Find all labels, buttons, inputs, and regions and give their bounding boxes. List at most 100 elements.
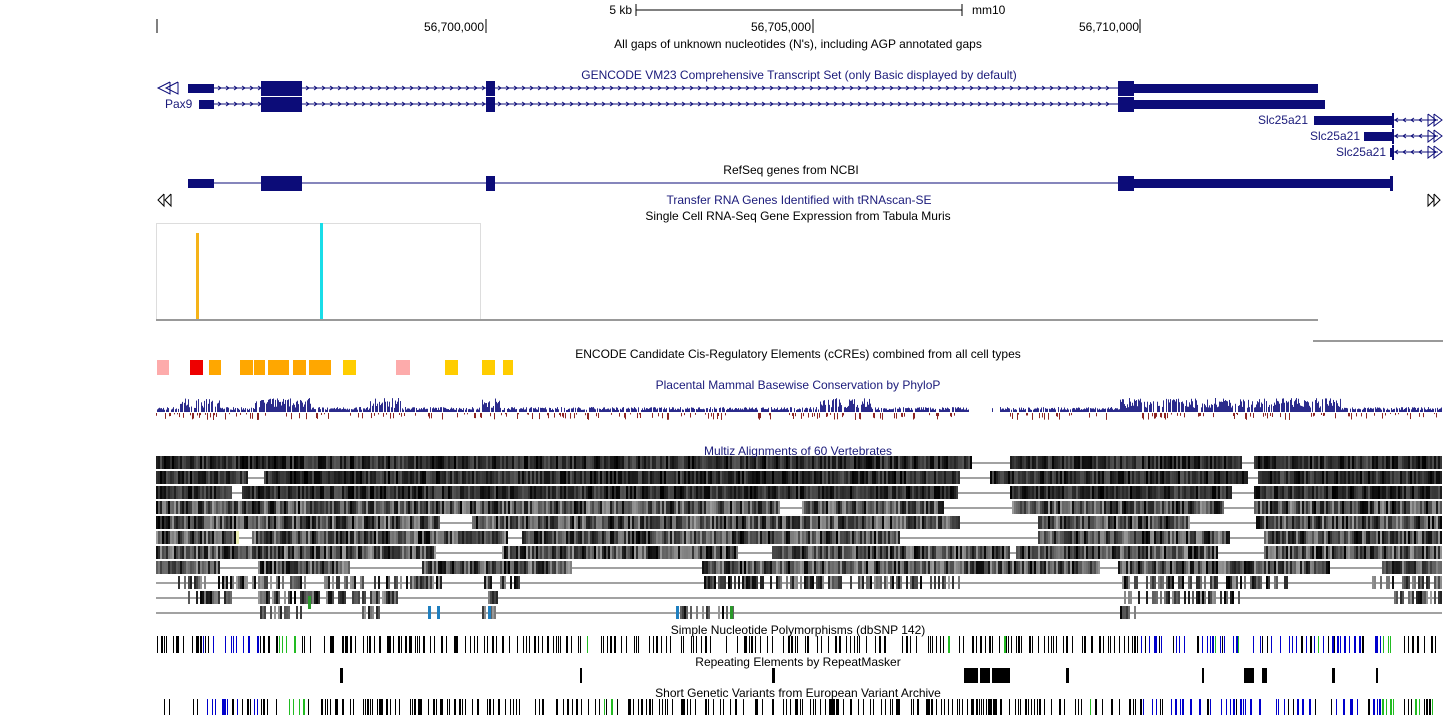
alignment-column — [1200, 471, 1202, 484]
strand-chevron — [953, 85, 958, 91]
alignment-column — [158, 501, 160, 514]
alignment-column — [1410, 486, 1412, 499]
alignment-column — [798, 456, 800, 469]
alignment-column — [1372, 456, 1374, 469]
alignment-column — [1358, 516, 1360, 529]
phylop-bar — [1193, 407, 1194, 412]
alignment-column — [200, 471, 202, 484]
phylop-bar — [1089, 413, 1090, 418]
alignment-column — [1118, 486, 1120, 499]
phylop-bar — [192, 413, 193, 420]
phylop-bar — [1186, 400, 1187, 412]
alignment-column — [652, 456, 654, 469]
alignment-column — [1234, 456, 1236, 469]
alignment-column — [840, 456, 842, 469]
alignment-column — [790, 486, 792, 499]
phylop-bar — [1379, 407, 1380, 412]
alignment-column — [658, 471, 660, 484]
phylop-bar — [319, 407, 320, 412]
alignment-column — [578, 486, 580, 499]
phylop-bar — [1331, 403, 1332, 412]
alignment-column — [194, 516, 196, 529]
alignment-column — [778, 501, 780, 514]
phylop-bar — [1002, 408, 1003, 412]
alignment-column — [1188, 471, 1190, 484]
strand-chevron — [681, 101, 686, 107]
alignment-column — [180, 486, 182, 499]
alignment-column — [596, 486, 598, 499]
phylop-bar — [426, 408, 427, 412]
phylop-bar — [439, 409, 440, 412]
phylop-bar — [1352, 407, 1353, 412]
phylop-bar — [597, 408, 598, 412]
strand-chevron — [521, 85, 526, 91]
alignment-column — [784, 486, 786, 499]
alignment-column — [426, 531, 428, 544]
phylop-bar — [284, 403, 285, 412]
alignment-column — [924, 471, 926, 484]
phylop-bar — [376, 406, 377, 412]
alignment-column — [1202, 531, 1204, 544]
alignment-column — [628, 531, 630, 544]
phylop-bar — [464, 413, 465, 415]
alignment-column — [1416, 486, 1418, 499]
phylop-bar — [1224, 400, 1225, 412]
alignment-column — [1128, 531, 1130, 544]
alignment-column — [522, 456, 524, 469]
ccre-element — [293, 360, 306, 375]
alignment-column — [674, 486, 676, 499]
phylop-bar — [172, 408, 173, 412]
phylop-bar — [206, 399, 207, 412]
alignment-column — [1240, 471, 1242, 484]
alignment-column — [284, 516, 286, 529]
alignment-column — [1336, 486, 1338, 499]
alignment-column — [1082, 456, 1084, 469]
alignment-column — [658, 516, 660, 529]
alignment-column — [1108, 531, 1110, 544]
phylop-bar — [645, 409, 646, 412]
alignment-column — [414, 516, 416, 529]
alignment-column — [1068, 456, 1070, 469]
alignment-column — [734, 531, 736, 544]
alignment-column — [1058, 516, 1060, 529]
alignment-column — [396, 531, 398, 544]
alignment-column — [800, 486, 802, 499]
alignment-column — [1026, 501, 1028, 514]
alignment-column — [1096, 456, 1098, 469]
alignment-column — [650, 456, 652, 469]
alignment-column — [354, 531, 356, 544]
alignment-column — [188, 471, 190, 484]
phylop-bar — [1029, 407, 1030, 412]
phylop-bar — [512, 407, 513, 412]
alignment-column — [1306, 456, 1308, 469]
alignment-column — [926, 486, 928, 499]
phylop-bar — [1019, 407, 1020, 412]
phylop-bar — [723, 407, 724, 412]
alignment-column — [1386, 501, 1388, 514]
phylop-bar — [1281, 403, 1282, 412]
alignment-column — [1132, 531, 1134, 544]
alignment-column — [1078, 456, 1080, 469]
alignment-column — [1290, 471, 1292, 484]
alignment-column — [1312, 501, 1314, 514]
alignment-column — [1140, 471, 1142, 484]
alignment-column — [812, 531, 814, 544]
phylop-bar — [782, 409, 783, 412]
alignment-column — [156, 471, 158, 484]
phylop-bar — [1239, 405, 1240, 412]
phylop-bar — [861, 404, 862, 412]
alignment-column — [580, 486, 582, 499]
alignment-column — [598, 531, 600, 544]
alignment-column — [804, 486, 806, 499]
phylop-bar — [608, 408, 609, 412]
alignment-column — [1022, 501, 1024, 514]
alignment-column — [1106, 531, 1108, 544]
alignment-column — [426, 471, 428, 484]
alignment-column — [1366, 456, 1368, 469]
alignment-column — [682, 531, 684, 544]
alignment-column — [752, 471, 754, 484]
phylop-bar — [878, 407, 879, 412]
alignment-column — [334, 471, 336, 484]
